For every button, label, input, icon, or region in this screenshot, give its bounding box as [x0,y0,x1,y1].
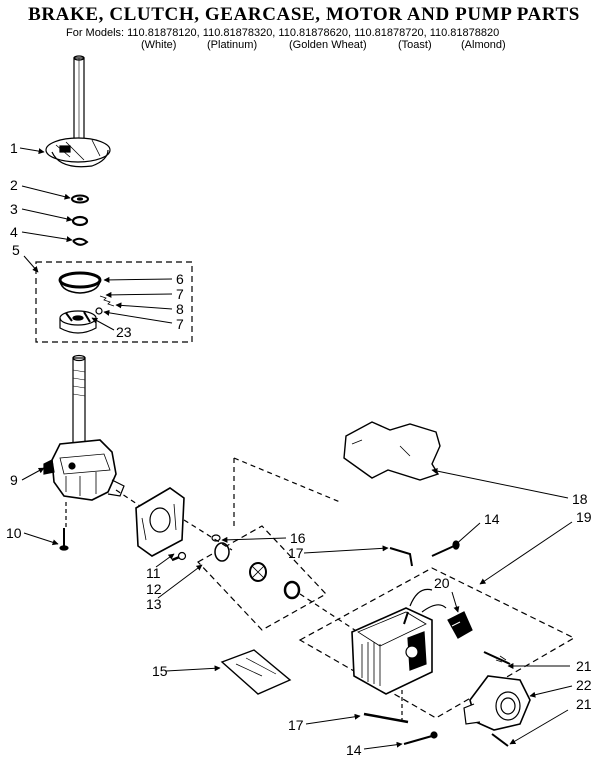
callout-11: 11 [146,565,161,581]
part-6-clutch-band [58,271,102,294]
part-20-connector [447,611,473,639]
part-2-washer [71,194,89,204]
callout-2: 2 [10,177,18,193]
part-21-rod-upper [483,651,511,665]
callout-4: 4 [10,224,18,240]
callout-22: 22 [576,677,592,693]
part-18-cover-sheet [343,421,441,481]
motor [351,588,447,695]
color-platinum: (Platinum) [207,39,258,51]
callout-16: 16 [290,530,306,546]
part-12-screw [171,551,187,562]
callout-3: 3 [10,201,18,217]
callout-14-upper: 14 [484,511,500,527]
callout-23: 23 [116,324,132,340]
model-numbers: For Models: 110.81878120, 110.81878320, … [66,27,500,39]
top-shaft [73,55,85,147]
part-1-brake-cam [45,137,111,168]
callout-13: 13 [146,596,162,612]
part-22-pump [463,675,531,731]
part-5-clutch-assembly-box [35,261,193,343]
page-title: BRAKE, CLUTCH, GEARCASE, MOTOR AND PUMP … [28,4,580,25]
color-almond: (Almond) [461,39,506,51]
callout-21-upper: 21 [576,658,592,674]
alignment-lines [115,457,371,641]
part-11-pump-cover [135,487,185,557]
callout-12: 12 [146,581,162,597]
part-10-bolt [59,528,69,551]
part-15-gasket [220,649,292,695]
callout-21-lower: 21 [576,696,592,712]
callout-7b: 7 [176,316,184,332]
callout-9: 9 [10,472,18,488]
callout-6: 6 [176,271,184,287]
part-17-rod-upper [389,547,413,567]
part-17-rod-lower [363,712,409,724]
part-4-clip [72,237,89,246]
part-21-bolt-lower [491,733,509,747]
transmission-shaft [72,354,86,447]
callout-10: 10 [6,525,22,541]
callout-5: 5 [12,242,20,258]
part-9-gearcase [43,439,125,501]
part-13-pump-assembly-box [197,525,327,631]
callout-7a: 7 [176,286,184,302]
callout-1: 1 [10,140,18,156]
callout-20: 20 [434,575,450,591]
callout-17-lower: 17 [288,717,304,733]
callout-15: 15 [152,663,168,679]
part-13-pump-components [214,542,301,600]
color-toast: (Toast) [398,39,432,51]
callout-17-upper: 17 [288,545,304,561]
part-14-bolt-upper [431,540,460,557]
color-white: (White) [141,39,177,51]
callout-leaders [19,147,573,750]
callout-18: 18 [572,491,588,507]
callout-14-lower: 14 [346,742,362,758]
color-golden-wheat: (Golden Wheat) [289,39,367,51]
callout-19: 19 [576,509,592,525]
part-3-ring [71,215,89,227]
callout-8: 8 [176,301,184,317]
part-23-clutch-drum [59,310,97,334]
part-8-spring [95,295,115,315]
part-16-cap [211,534,221,542]
part-14-bolt-lower [403,731,438,745]
